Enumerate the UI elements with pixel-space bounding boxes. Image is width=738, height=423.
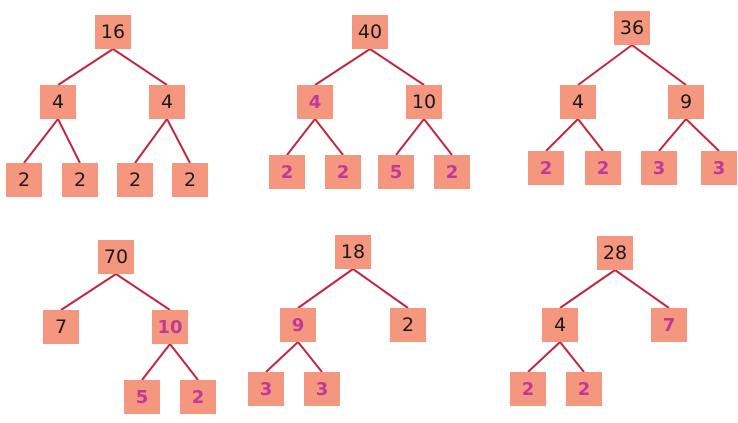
tree-40-edge-a-b [314,48,371,86]
tree-40-node-b: 4 [297,85,333,119]
tree-36-node-d: 2 [528,151,564,185]
tree-36-edge-c-g [685,118,720,152]
tree-36-edge-b-e [577,118,604,152]
tree-16-node-a: 16 [95,15,131,49]
tree-18-node-a: 18 [335,235,371,269]
tree-28-node-c: 7 [651,308,687,342]
tree-18-node-c: 2 [390,308,426,342]
tree-36-node-f: 3 [641,151,677,185]
tree-40-node-f: 5 [378,155,414,189]
tree-70-node-b: 7 [43,310,79,344]
tree-70-edge-a-c [115,273,171,311]
tree-28-edge-b-d [527,341,561,373]
tree-40-node-g: 2 [434,155,470,189]
tree-28-edge-a-c [614,269,670,309]
tree-16-node-b: 4 [40,85,76,119]
tree-40-edge-b-d [286,118,316,156]
tree-36-edge-b-d [545,118,579,152]
tree-36-node-c: 9 [668,85,704,119]
tree-36-node-a: 36 [614,11,650,45]
tree-70-node-a: 70 [98,240,134,274]
tree-36-edge-a-c [631,44,687,86]
tree-28-node-a: 28 [597,236,633,270]
tree-16-edge-a-c [112,48,168,86]
tree-16-edge-c-g [166,118,191,164]
tree-18-node-d: 3 [248,372,284,406]
tree-28-edge-b-e [559,341,585,373]
tree-40-node-e: 2 [325,155,361,189]
tree-28-node-e: 2 [566,372,602,406]
tree-16-node-e: 2 [62,163,98,197]
tree-70-edge-a-b [60,273,117,311]
tree-40-edge-c-f [395,118,425,156]
tree-40-edge-c-g [423,118,453,156]
tree-28-edge-a-b [559,269,616,309]
tree-70-node-g: 2 [180,380,216,414]
tree-40-node-a: 40 [352,15,388,49]
tree-18-edge-b-d [265,341,299,373]
tree-36-node-g: 3 [701,151,737,185]
tree-18-node-b: 9 [280,308,316,342]
tree-28-node-b: 4 [542,308,578,342]
tree-18-edge-b-e [297,341,323,373]
tree-28-node-d: 2 [510,372,546,406]
tree-70-edge-c-g [169,343,199,381]
tree-40-node-d: 2 [269,155,305,189]
tree-16-node-c: 4 [149,85,185,119]
tree-16-edge-b-d [23,118,59,164]
tree-40-edge-a-c [369,48,425,86]
tree-36-node-e: 2 [585,151,621,185]
tree-16-edge-c-f [134,118,168,164]
tree-36-edge-c-f [658,118,687,152]
tree-16-node-f: 2 [117,163,153,197]
tree-70-node-f: 5 [124,380,160,414]
tree-16-edge-b-e [57,118,81,164]
tree-40-node-c: 10 [406,85,442,119]
tree-18-edge-a-c [352,268,409,309]
tree-16-edge-a-b [57,48,114,86]
tree-70-edge-c-f [141,343,171,381]
tree-18-edge-a-b [297,268,354,309]
tree-36-edge-a-b [577,44,633,86]
tree-40-edge-b-e [314,118,344,156]
tree-18-node-e: 3 [304,372,340,406]
tree-70-node-c: 10 [152,310,188,344]
tree-36-node-b: 4 [560,85,596,119]
tree-16-node-d: 2 [6,163,42,197]
tree-16-node-g: 2 [172,163,208,197]
